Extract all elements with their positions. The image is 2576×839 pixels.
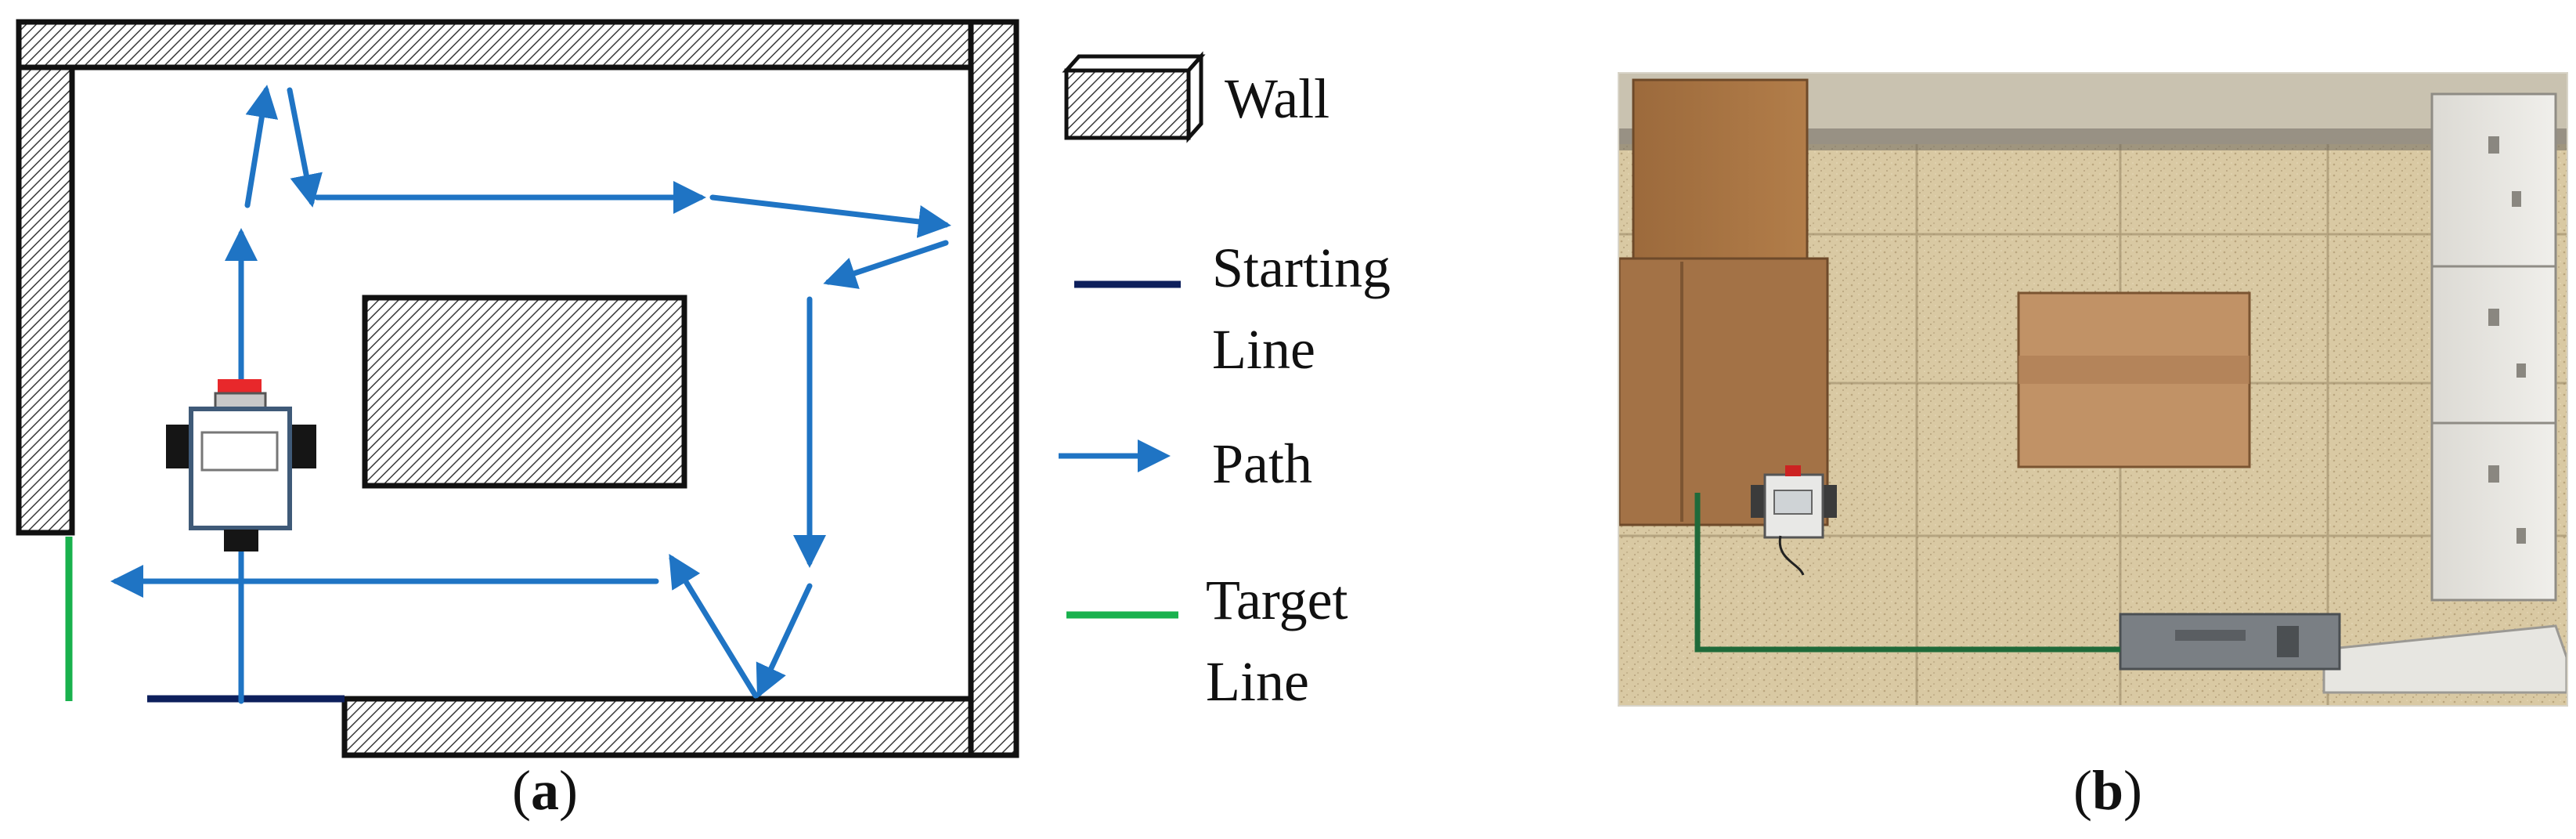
caption-a: (a) [512, 758, 578, 823]
right-wall [968, 19, 1019, 758]
wall-icon [1062, 51, 1206, 143]
caption-b-letter: b [2091, 759, 2124, 822]
legend-starting-label-line2: Line [1212, 318, 1315, 381]
floor-device [2119, 613, 2341, 671]
central-obstacle [362, 295, 687, 489]
top-wall [16, 19, 979, 71]
caption-a-close: ) [558, 759, 578, 822]
legend-target-label-line1: Target [1206, 569, 1348, 631]
caption-a-open: ( [512, 759, 531, 822]
left-box-upper [1632, 78, 1809, 268]
photo-robot [1751, 465, 1837, 576]
right-box-3 [2430, 421, 2557, 602]
caption-a-letter: a [530, 759, 559, 822]
path-arrow-5 [709, 194, 951, 238]
caption-b-open: ( [2073, 759, 2092, 822]
walls [16, 19, 1019, 758]
right-box-2 [2430, 265, 2557, 425]
schematic-figure-a [16, 19, 1206, 758]
photo-target-tape [1694, 493, 2120, 653]
legend [1059, 51, 1206, 619]
left-wall [16, 64, 75, 536]
path-arrow-6 [823, 240, 949, 289]
path-arrow-3 [287, 87, 323, 208]
bottom-wall [341, 696, 974, 758]
floor-panel-right [2322, 624, 2567, 694]
legend-starting-label-line1: Starting [1212, 237, 1391, 299]
robot-icon [166, 379, 316, 551]
photo-figure-b [1618, 72, 2568, 707]
path-arrow-2 [244, 85, 279, 208]
caption-b: (b) [2073, 758, 2142, 823]
right-box-1 [2430, 92, 2557, 268]
legend-wall-label: Wall [1225, 67, 1330, 130]
path-arrow-9 [669, 554, 759, 699]
legend-target-label-line2: Line [1206, 650, 1309, 713]
caption-b-close: ) [2123, 759, 2143, 822]
legend-path-label: Path [1212, 432, 1313, 495]
path-arrow-8 [756, 583, 813, 699]
